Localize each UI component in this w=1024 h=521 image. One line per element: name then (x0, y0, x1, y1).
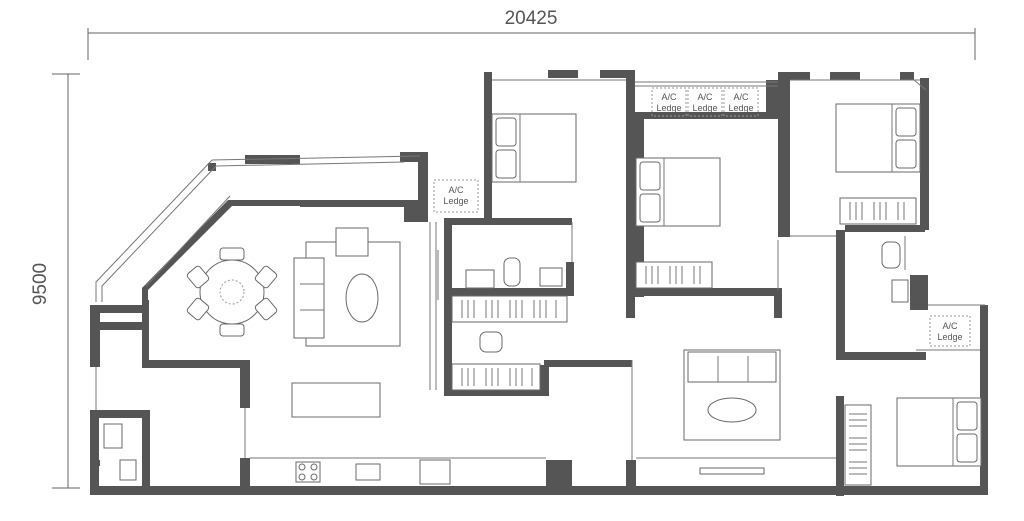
ac-ledge-5-line1: A/C (942, 321, 958, 331)
ac-ledge-2-line1: A/C (661, 92, 677, 102)
window-lines (95, 79, 985, 460)
wardrobe-bedroom-1 (451, 295, 568, 323)
wardrobe-bedroom-3 (839, 197, 917, 225)
wardrobe-bedroom-1b (451, 363, 541, 391)
ac-ledge-1-line1: A/C (448, 185, 464, 195)
ac-ledge-3: A/C Ledge (687, 87, 723, 117)
height-dimension-label: 9500 (30, 263, 51, 305)
ac-ledge-4-line2: Ledge (728, 103, 753, 113)
kitchen-counter (295, 459, 451, 485)
width-dimension: 20425 (87, 8, 976, 60)
living-set-left (293, 227, 401, 347)
bed-bedroom-4 (896, 397, 982, 467)
powder-room (103, 423, 137, 481)
ac-ledge-3-line2: Ledge (692, 103, 717, 113)
bed-bedroom-1 (491, 113, 577, 183)
wardrobe-bedroom-4 (844, 404, 872, 486)
ac-ledge-3-line1: A/C (697, 92, 713, 102)
bed-bedroom-3 (835, 103, 921, 173)
living-set-right (683, 349, 781, 475)
ac-ledge-4-line1: A/C (733, 92, 749, 102)
ac-ledge-1-line2: Ledge (443, 196, 468, 206)
ac-ledge-5: A/C Ledge (929, 315, 971, 347)
bathroom-right (881, 236, 909, 303)
bathroom-centre (437, 250, 563, 353)
ac-ledge-4: A/C Ledge (723, 87, 759, 117)
ac-ledge-1: A/C Ledge (433, 179, 479, 213)
dining-set (186, 247, 278, 337)
island-counter (291, 382, 381, 418)
width-dimension-label: 20425 (505, 8, 558, 29)
ac-ledge-2: A/C Ledge (651, 87, 687, 117)
ac-ledge-5-line2: Ledge (937, 332, 962, 342)
wardrobe-bedroom-2 (635, 261, 713, 289)
ac-ledge-2-line2: Ledge (656, 103, 681, 113)
bed-bedroom-2 (635, 157, 721, 227)
height-dimension: 9500 (30, 73, 80, 489)
